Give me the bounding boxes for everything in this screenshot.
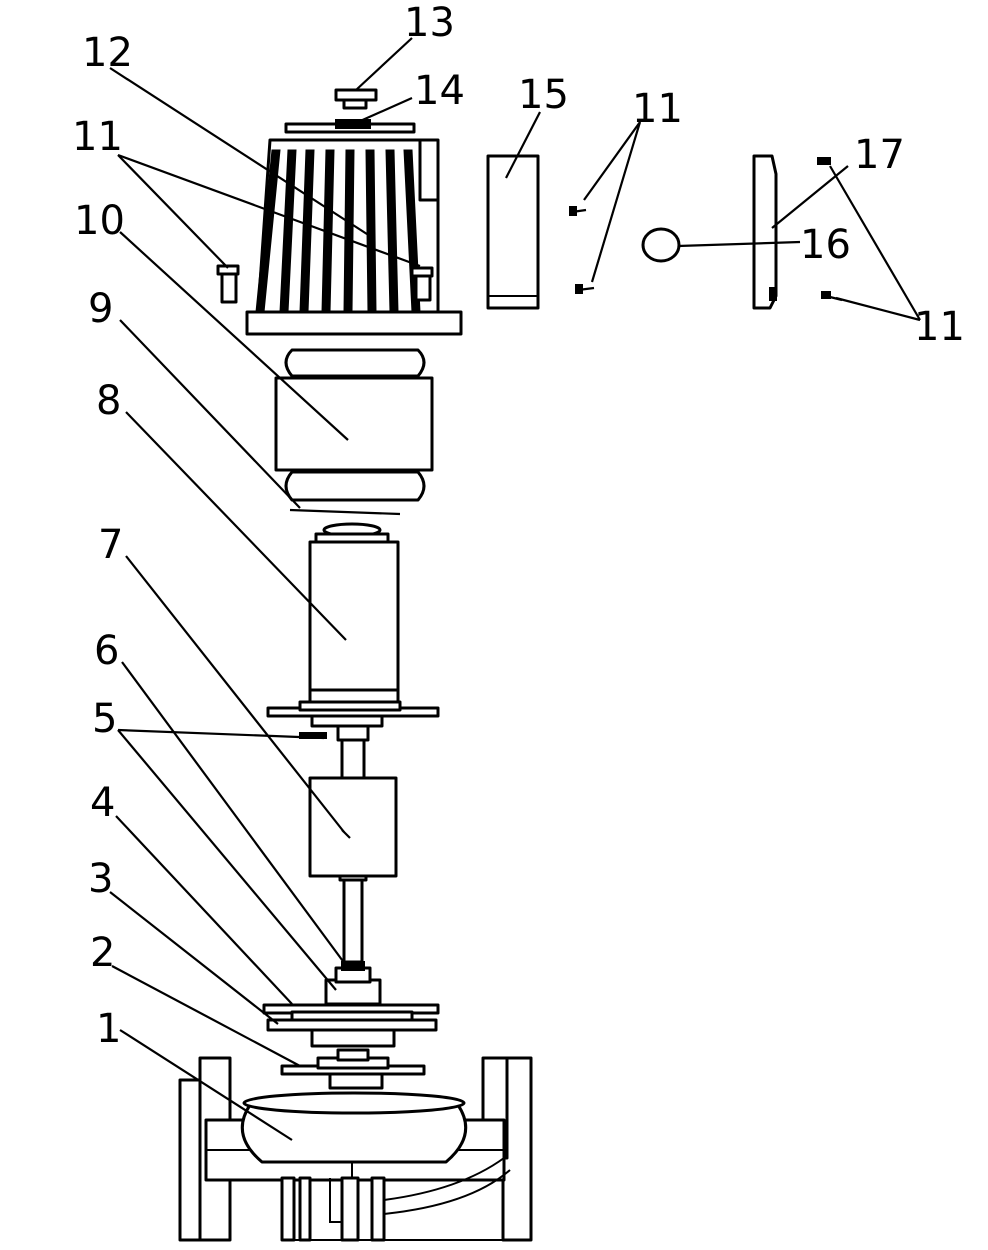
callout-10: 10 [74, 198, 125, 244]
callout-5: 5 [92, 696, 117, 742]
callout-17: 17 [854, 132, 905, 178]
rotor [308, 776, 398, 878]
callout-4: 4 [90, 780, 115, 826]
callout-9: 9 [88, 286, 113, 332]
callout-11-middle: 11 [632, 86, 683, 132]
callout-labels: 1 2 3 4 5 6 7 8 9 10 11 12 13 14 15 11 1… [72, 0, 965, 1052]
leader-lines [109, 37, 921, 1141]
callout-14: 14 [414, 68, 465, 114]
lower-seal-plate [280, 1048, 426, 1090]
cover-panel [486, 154, 540, 310]
callout-6: 6 [94, 628, 119, 674]
callout-11-right: 11 [914, 304, 965, 350]
callout-15: 15 [518, 72, 569, 118]
indicator-lamp [641, 227, 681, 263]
stator-housing [274, 348, 434, 502]
screws-middle [569, 206, 595, 294]
vent-cap [334, 88, 378, 110]
motor-head [216, 119, 463, 336]
callout-16: 16 [800, 222, 851, 268]
mechanical-seal [324, 961, 382, 1006]
callout-2: 2 [90, 930, 115, 976]
callout-11-left: 11 [72, 114, 123, 160]
callout-8: 8 [96, 378, 121, 424]
callout-7: 7 [98, 522, 123, 568]
callout-3: 3 [88, 856, 113, 902]
callout-13: 13 [404, 0, 455, 46]
terminal-cover [752, 154, 843, 310]
shaft [336, 724, 370, 964]
stator-can [266, 522, 440, 739]
callout-12: 12 [82, 30, 133, 76]
callout-1: 1 [96, 1006, 121, 1052]
cooling-fins [255, 149, 421, 313]
mounting-plates [262, 1003, 440, 1048]
pump-housing [178, 1056, 533, 1242]
bearing-ring [289, 508, 401, 516]
